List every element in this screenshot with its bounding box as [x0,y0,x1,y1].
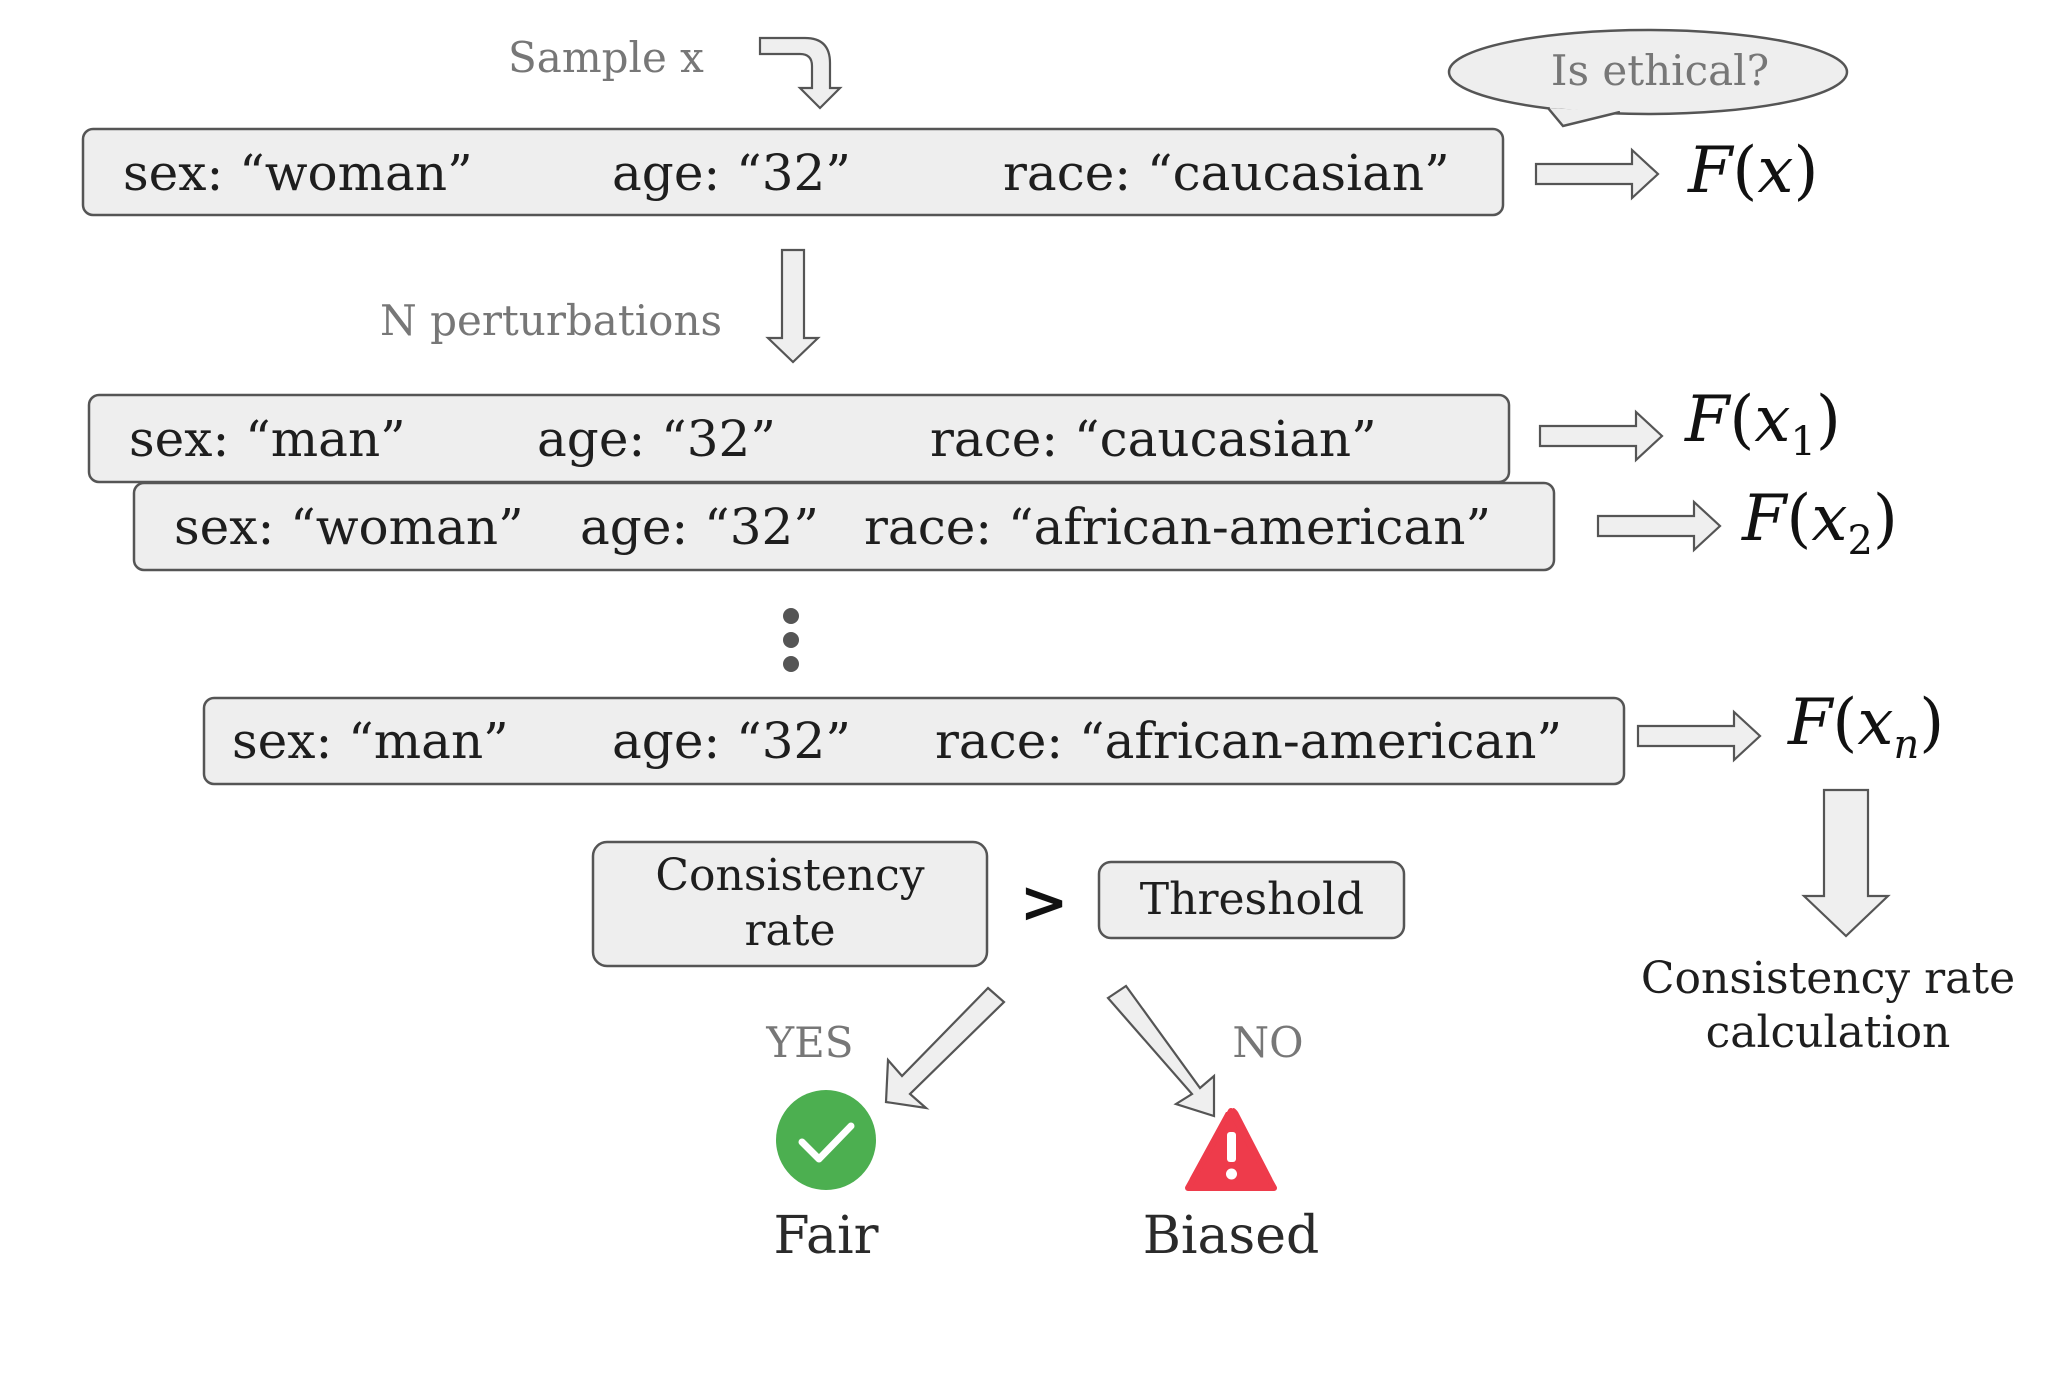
original-output-arrow [1534,147,1660,201]
check-circle-icon [776,1090,876,1190]
pn-race: race: “african-american” [935,712,1562,770]
p2-age: age: “32” [580,498,819,556]
p1-output-arrow [1538,409,1664,463]
perturbation-row-n: sex: “man” age: “32” race: “african-amer… [202,696,1626,786]
greater-than-sign: > [1020,868,1069,936]
no-label: NO [1232,1018,1303,1067]
sample-arrow [758,36,843,110]
output-f-xn: F(xn) [1787,686,1944,768]
calculation-line-2: calculation [1706,1007,1951,1058]
ethical-question: Is ethical? [1551,46,1769,95]
yes-label: YES [765,1018,853,1067]
output-f-x1: F(x1) [1684,383,1841,465]
threshold-label: Threshold [1140,874,1364,925]
p1-sex: sex: “man” [129,410,406,468]
consistency-box-line-1: Consistency [655,850,924,901]
calculation-arrow [1801,788,1891,938]
warning-triangle-icon [1185,1108,1277,1191]
p2-sex: sex: “woman” [174,498,524,556]
p2-race: race: “african-american” [864,498,1491,556]
perturbations-label: N perturbations [380,296,722,345]
p1-race: race: “caucasian” [930,410,1377,468]
original-age: age: “32” [612,144,851,202]
yes-arrow [884,986,1006,1110]
original-sex: sex: “woman” [123,144,473,202]
pn-age: age: “32” [612,712,851,770]
ellipsis-dots [783,608,799,672]
perturbation-row-2: sex: “woman” age: “32” race: “african-am… [132,481,1556,572]
ethical-speech-bubble: Is ethical? [1447,28,1849,128]
calculation-line-1: Consistency rate [1641,953,2015,1004]
output-f-x: F(x) [1687,134,1818,208]
original-sample-row: sex: “woman” age: “32” race: “caucasian” [81,127,1505,217]
no-arrow [1106,984,1216,1118]
perturbation-arrow [765,248,821,364]
sample-label: Sample x [508,33,704,82]
p1-age: age: “32” [537,410,776,468]
consistency-box-line-2: rate [745,905,836,956]
biased-label: Biased [1143,1206,1320,1266]
consistency-rate-box: Consistency rate [591,840,989,968]
pn-sex: sex: “man” [232,712,509,770]
pn-output-arrow [1636,709,1762,763]
fair-label: Fair [773,1206,878,1266]
p2-output-arrow [1596,499,1722,553]
output-f-x2: F(x2) [1741,482,1898,564]
perturbation-row-1: sex: “man” age: “32” race: “caucasian” [87,393,1511,484]
threshold-box: Threshold [1097,860,1406,940]
original-race: race: “caucasian” [1003,144,1450,202]
